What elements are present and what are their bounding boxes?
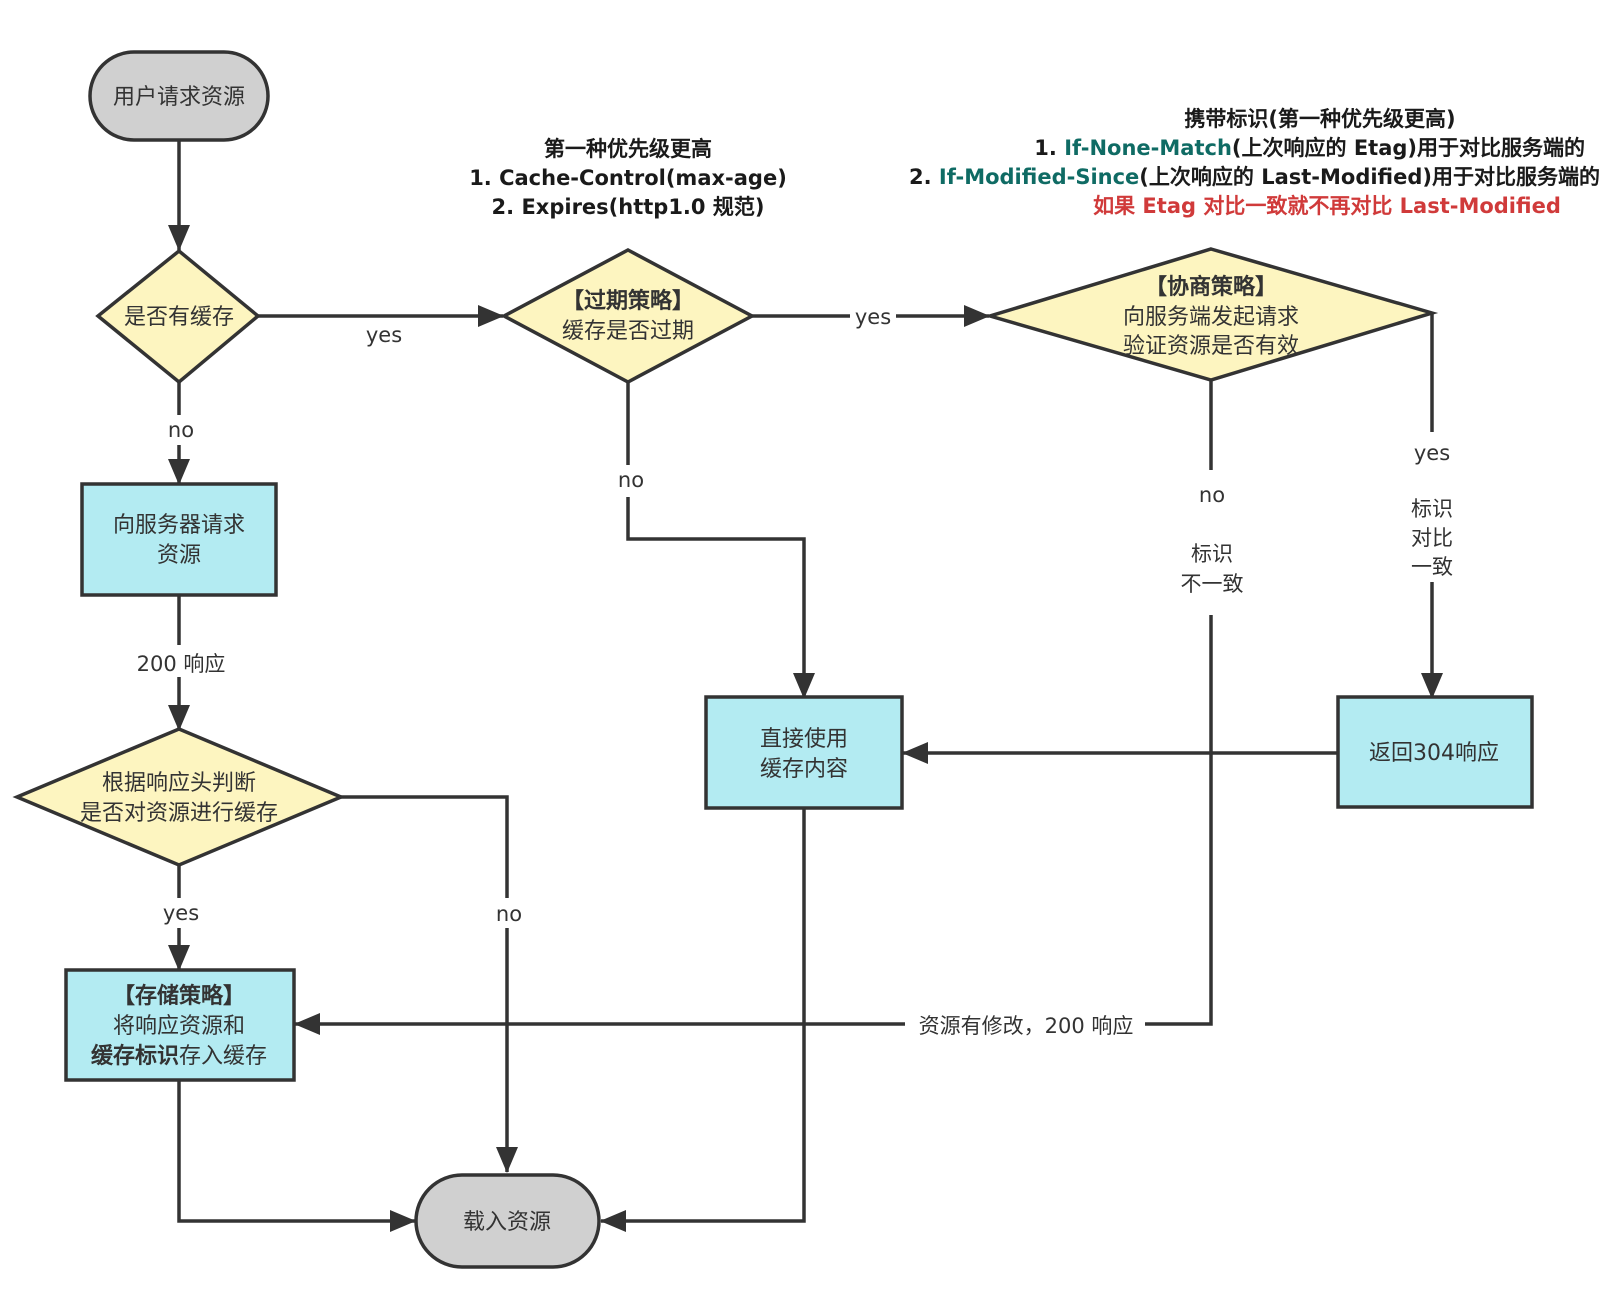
node-negotiate-line2: 向服务端发起请求 <box>1123 305 1299 330</box>
note-negotiate-line2-key: If-Modified-Since <box>939 165 1139 189</box>
node-start: 用户请求资源 <box>88 50 270 142</box>
label-negotiate-no: no <box>1199 483 1225 507</box>
edge-use-cache-to-load <box>600 808 806 1232</box>
label-has-cache-yes: yes <box>366 323 402 347</box>
node-expire-policy: 【过期策略】 缓存是否过期 <box>500 248 756 384</box>
label-modified-200: 资源有修改，200 响应 <box>919 1014 1134 1038</box>
note-negotiate-line2-rest: (上次响应的 Last-Modified)用于对比服务端的 <box>1139 165 1600 189</box>
label-judge-no: no <box>496 902 522 926</box>
note-negotiate-line2: 2. If-Modified-Since(上次响应的 Last-Modified… <box>909 165 1600 189</box>
label-judge-yes: yes <box>163 901 199 925</box>
node-has-cache-text: 是否有缓存 <box>124 305 234 330</box>
node-store-line3: 缓存标识存入缓存 <box>91 1043 267 1069</box>
node-store-line3-rest: 存入缓存 <box>179 1044 267 1069</box>
note-negotiate-line3: 如果 Etag 对比一致就不再对比 Last-Modified <box>1093 194 1561 218</box>
node-use-cache: 直接使用 缓存内容 <box>704 695 904 810</box>
node-store-policy: 【存储策略】 将响应资源和 缓存标识存入缓存 <box>64 968 296 1082</box>
node-judge-headers: 根据响应头判断 是否对资源进行缓存 <box>12 727 346 867</box>
label-negotiate-yes: yes <box>1414 441 1450 465</box>
note-negotiate-line1-key: If-None-Match <box>1064 136 1232 160</box>
node-return-304-text: 返回304响应 <box>1369 741 1499 766</box>
node-request-server-line1: 向服务器请求 <box>113 513 245 538</box>
label-negotiate-no-detail-1: 标识 <box>1191 542 1233 566</box>
node-expire-title: 【过期策略】 <box>562 288 694 314</box>
node-judge-line2: 是否对资源进行缓存 <box>80 801 278 826</box>
note-negotiate-line2-prefix: 2. <box>909 165 939 189</box>
label-negotiate-yes-detail-3: 一致 <box>1411 555 1453 579</box>
node-expire-line2: 缓存是否过期 <box>562 319 694 344</box>
label-has-cache-no: no <box>168 418 194 442</box>
label-expire-no: no <box>618 468 644 492</box>
node-request-server-line2: 资源 <box>157 543 201 568</box>
node-use-cache-line2: 缓存内容 <box>760 757 848 782</box>
edge-judge-no <box>341 795 518 1173</box>
note-expire-title: 第一种优先级更高 <box>544 137 712 161</box>
label-negotiate-yes-detail-1: 标识 <box>1411 497 1453 521</box>
note-negotiate-line1: 1. If-None-Match(上次响应的 Etag)用于对比服务端的 <box>1034 136 1585 160</box>
label-expire-yes: yes <box>855 305 891 329</box>
node-negotiate-title: 【协商策略】 <box>1145 274 1277 300</box>
note-negotiate-title: 携带标识(第一种优先级更高) <box>1184 107 1455 131</box>
note-negotiate-line1-rest: (上次响应的 Etag)用于对比服务端的 <box>1232 136 1585 160</box>
node-load-text: 载入资源 <box>463 1210 551 1235</box>
node-store-line3-bold: 缓存标识 <box>91 1043 179 1069</box>
node-judge-line1: 根据响应头判断 <box>102 771 256 796</box>
node-use-cache-line1: 直接使用 <box>760 727 848 752</box>
note-negotiate-line1-prefix: 1. <box>1034 136 1064 160</box>
node-negotiate-line3: 验证资源是否有效 <box>1123 334 1299 359</box>
node-start-text: 用户请求资源 <box>113 85 245 110</box>
note-expire: 第一种优先级更高 1. Cache-Control(max-age) 2. Ex… <box>469 137 787 219</box>
node-negotiate-policy: 【协商策略】 向服务端发起请求 验证资源是否有效 <box>983 247 1439 382</box>
node-request-server: 向服务器请求 资源 <box>80 482 278 597</box>
edge-labels: yes no 200 响应 yes no yes no no 标识 不一致 ye… <box>125 302 1458 1040</box>
edge-expire-no <box>626 382 815 699</box>
node-return-304: 返回304响应 <box>1336 695 1534 809</box>
note-negotiate: 携带标识(第一种优先级更高) 1. If-None-Match(上次响应的 Et… <box>909 107 1600 218</box>
label-response-200: 200 响应 <box>137 652 226 676</box>
node-load: 载入资源 <box>414 1173 601 1269</box>
node-store-title: 【存储策略】 <box>113 983 245 1009</box>
label-negotiate-no-detail-2: 不一致 <box>1181 572 1244 596</box>
node-store-line2: 将响应资源和 <box>113 1014 245 1039</box>
note-expire-line1: 1. Cache-Control(max-age) <box>469 166 787 190</box>
label-negotiate-yes-detail-2: 对比 <box>1411 526 1453 550</box>
node-has-cache: 是否有缓存 <box>95 248 261 385</box>
note-expire-line2: 2. Expires(http1.0 规范) <box>492 195 765 219</box>
edge-store-to-load <box>177 1080 416 1232</box>
